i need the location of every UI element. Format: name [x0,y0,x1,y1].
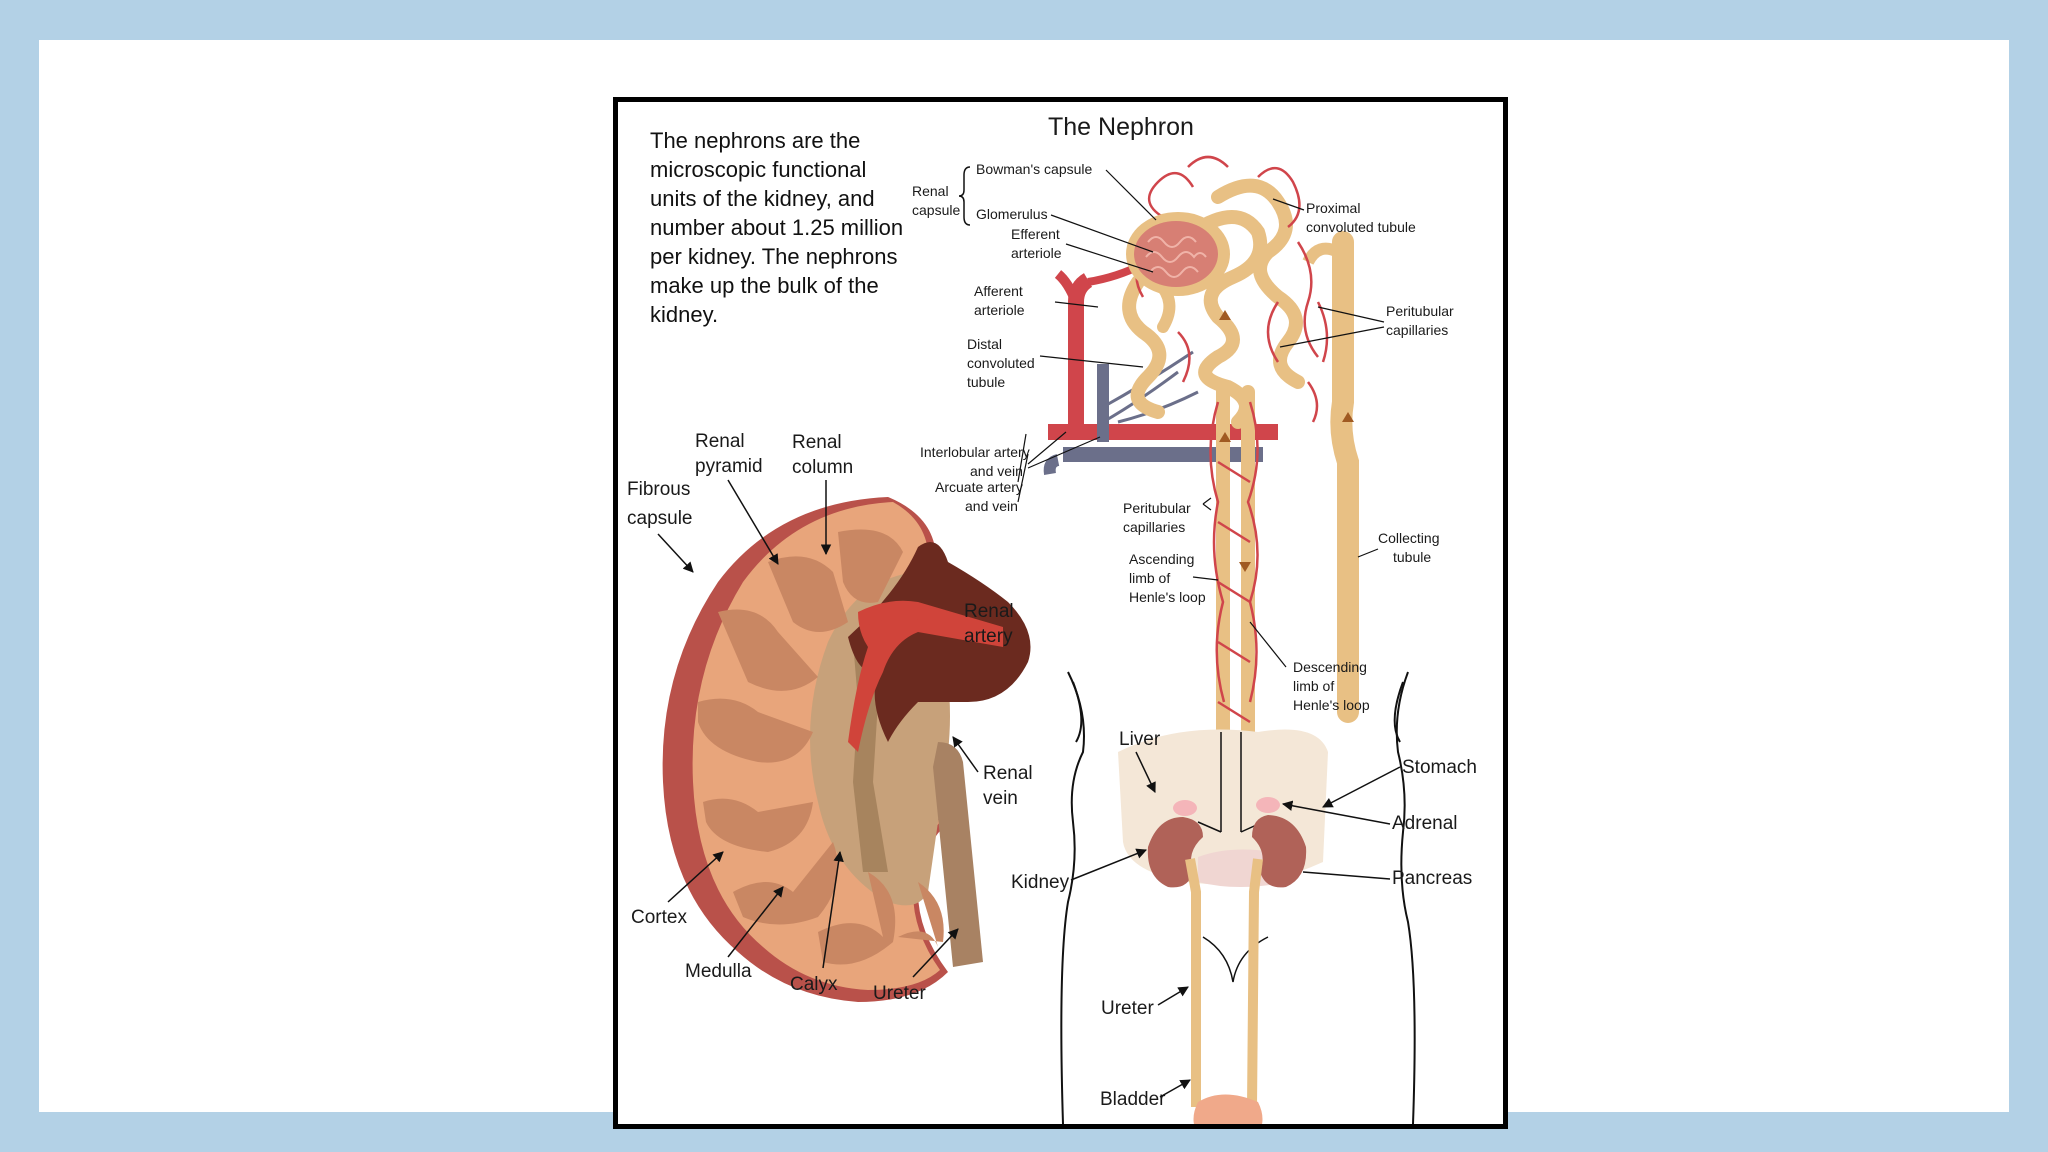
label-descending-1: Descending [1293,659,1367,675]
label-arcuate-2: and vein [965,498,1018,514]
label-interlobular-1: Interlobular artery [920,444,1030,460]
slide: The nephrons are the microscopic functio… [39,40,2009,1129]
label-medulla: Medulla [685,961,752,982]
body-labels: Liver Stomach Adrenal Pancreas Kidney Ur… [1011,729,1477,1110]
label-peritubular-lower-1: Peritubular [1123,500,1191,516]
ureter-right [1247,858,1263,1108]
bladder-shape [1193,1094,1263,1124]
label-efferent-arteriole-2: arteriole [1011,245,1062,261]
kidney-right [1252,815,1307,888]
adrenal-right [1256,797,1280,813]
label-distal-tubule-1: Distal [967,336,1002,352]
label-peritubular-upper-2: capillaries [1386,322,1448,338]
adrenal-left [1173,800,1197,816]
nephron-labels: The Nephron Renal capsule Bowman's capsu… [912,113,1454,713]
ureter-shape [933,742,983,967]
collecting-tubule-shape [1330,231,1359,723]
intro-text: The nephrons are the microscopic functio… [650,128,904,327]
label-pancreas: Pancreas [1392,868,1472,889]
label-renal-capsule-2: capsule [912,202,960,218]
label-ureter-kidney: Ureter [873,983,926,1004]
label-glomerulus: Glomerulus [976,206,1048,222]
label-renal-capsule-1: Renal [912,183,949,199]
label-renal-pyramid-2: pyramid [695,456,763,477]
label-peritubular-lower-2: capillaries [1123,519,1185,535]
label-distal-tubule-2: convoluted [967,355,1035,371]
label-renal-pyramid-1: Renal [695,431,745,452]
label-stomach: Stomach [1402,757,1477,778]
label-bladder: Bladder [1100,1089,1166,1110]
label-efferent-arteriole-1: Efferent [1011,226,1060,242]
label-fibrous-capsule-2: capsule [627,508,693,529]
label-adrenal: Adrenal [1392,813,1458,834]
label-collecting-1: Collecting [1378,530,1439,546]
label-bowmans-capsule: Bowman's capsule [976,161,1093,177]
label-renal-artery-2: artery [964,626,1013,647]
kidney-nephron-figure: The nephrons are the microscopic functio… [613,97,1508,1129]
label-ascending-1: Ascending [1129,551,1194,567]
label-renal-artery-1: Renal [964,601,1014,622]
label-renal-column-2: column [792,457,853,478]
label-descending-2: limb of [1293,678,1334,694]
label-distal-tubule-3: tubule [967,374,1005,390]
label-afferent-arteriole-1: Afferent [974,283,1023,299]
label-interlobular-2: and vein [970,463,1023,479]
distal-convoluted-tubule [1122,275,1167,419]
renal-pyramids [698,529,944,965]
label-peritubular-upper-1: Peritubular [1386,303,1454,319]
label-proximal-tubule-1: Proximal [1306,200,1360,216]
label-afferent-arteriole-2: arteriole [974,302,1025,318]
label-fibrous-capsule-1: Fibrous [627,479,690,500]
renal-artery-shape [848,600,1003,752]
kidney-labels: Renal pyramid Renal column Fibrous capsu… [627,431,1033,1004]
label-renal-column-1: Renal [792,432,842,453]
label-kidney: Kidney [1011,872,1070,893]
renal-capsule-brace [958,166,971,226]
label-ureter-body: Ureter [1101,998,1154,1019]
label-cortex: Cortex [631,907,687,928]
kidney-illustration [662,497,1031,1002]
interlobular-artery [1068,273,1093,432]
renal-vein-shape [848,542,1031,742]
label-collecting-2: tubule [1393,549,1431,565]
label-ascending-3: Henle's loop [1129,589,1206,605]
ureter-left [1185,858,1201,1107]
label-descending-3: Henle's loop [1293,697,1370,713]
arcuate-vein [1063,447,1263,462]
label-liver: Liver [1119,729,1161,750]
nephron-title: The Nephron [1048,113,1194,141]
label-calyx: Calyx [790,974,838,995]
diagram-canvas: The Nephron Renal capsule Bowman's capsu… [627,113,1477,1124]
label-renal-vein-1: Renal [983,763,1033,784]
body-illustration [1060,671,1416,1124]
label-arcuate-1: Arcuate artery [935,479,1023,495]
label-ascending-2: limb of [1129,570,1170,586]
label-renal-vein-2: vein [983,788,1018,809]
label-proximal-tubule-2: convoluted tubule [1306,219,1416,235]
